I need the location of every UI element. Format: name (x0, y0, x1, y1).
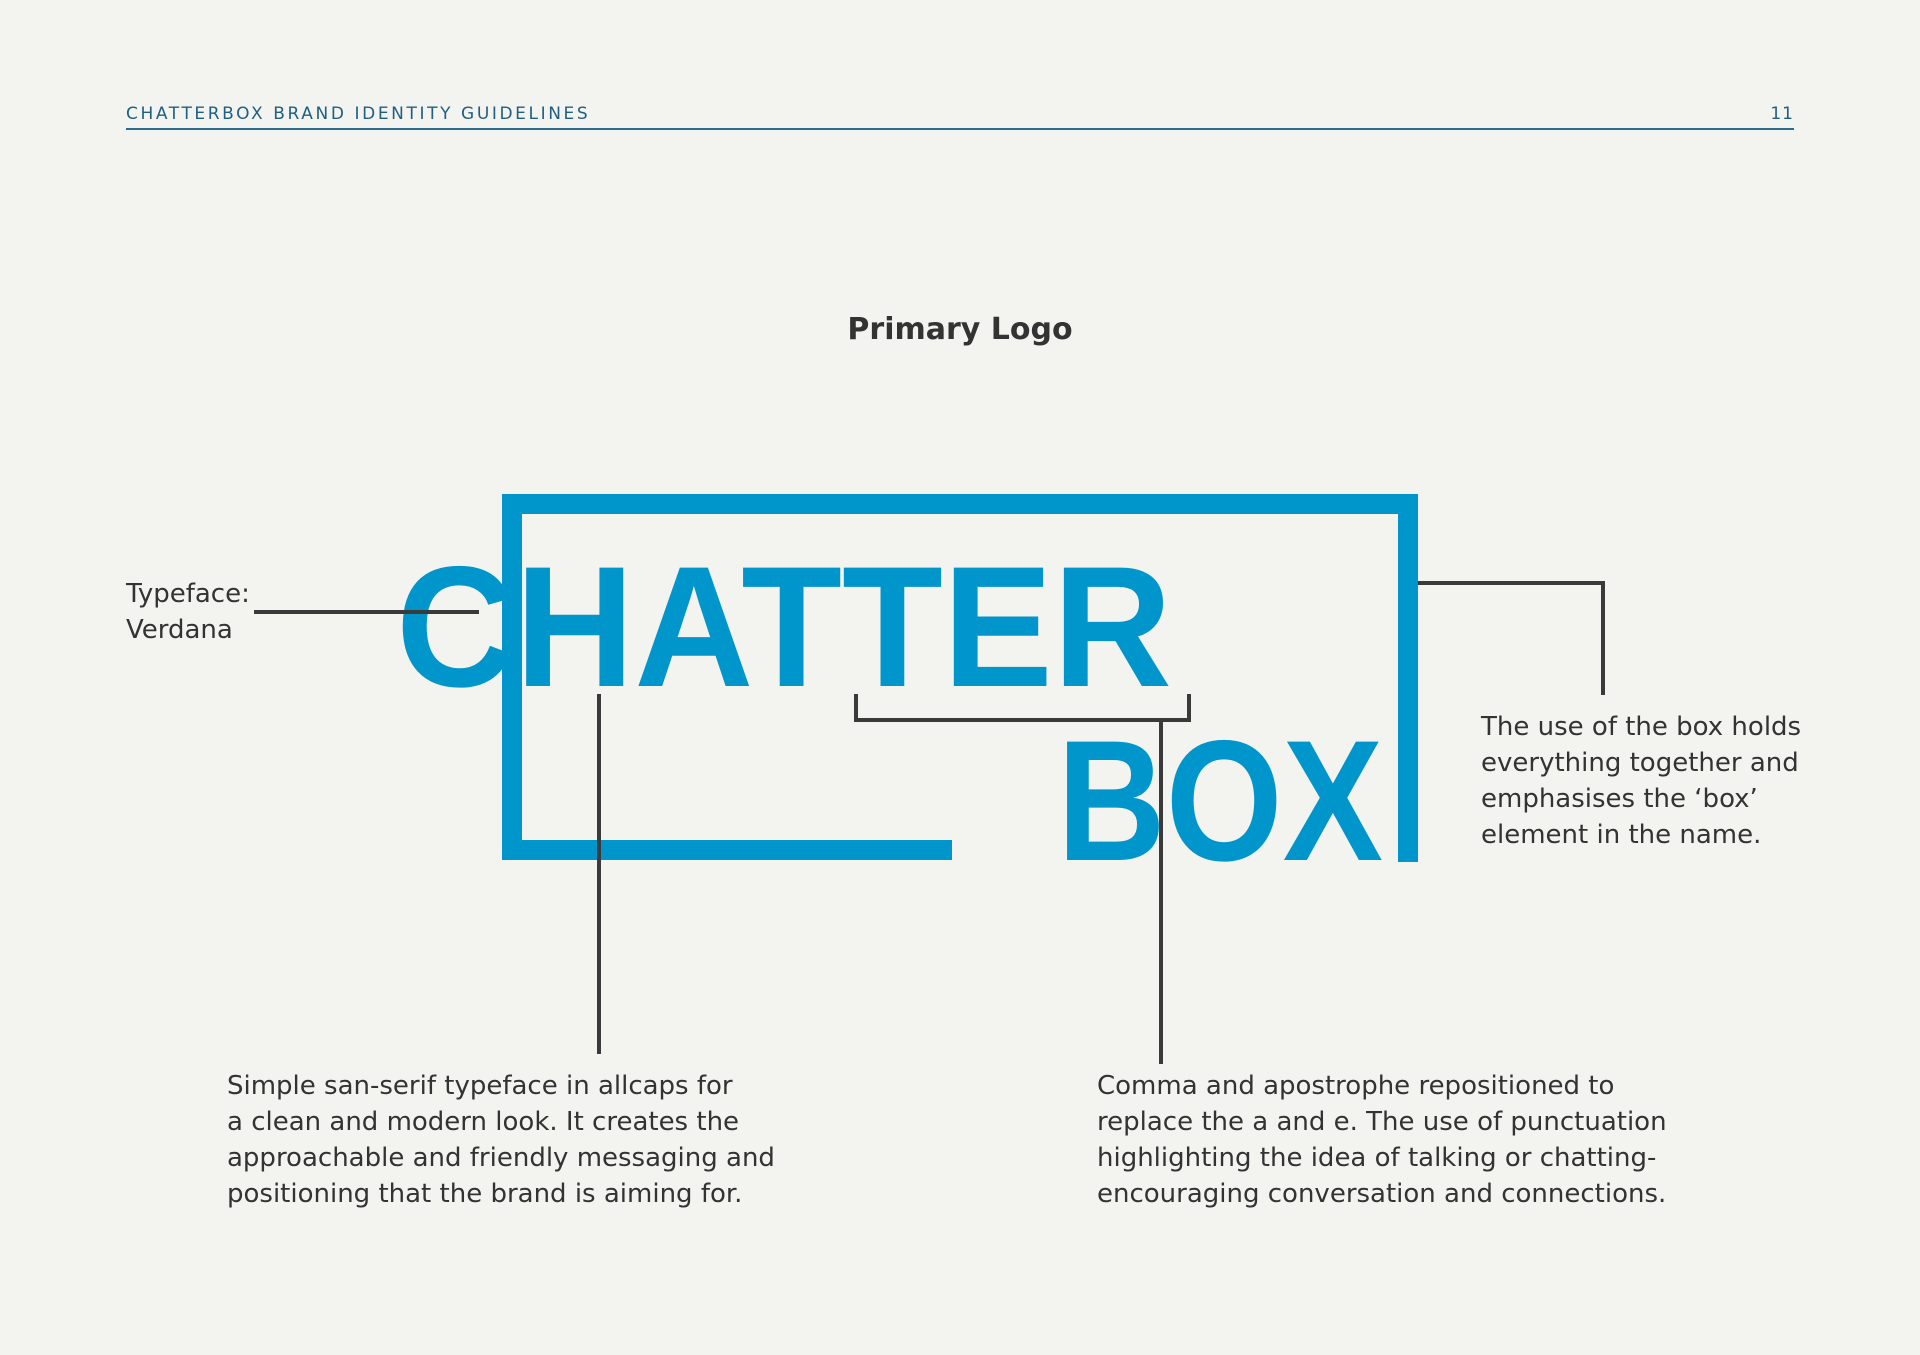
callout-typeface-desc-line: a clean and modern look. It creates the (227, 1107, 740, 1137)
callout-box-line: element in the name. (1481, 820, 1762, 850)
logo-word-chatter: CHATTER (396, 531, 1172, 723)
page-header: CHATTERBOX BRAND IDENTITY GUIDELINES 11 (126, 104, 1794, 130)
callout-typeface-line: Typeface: (126, 579, 250, 609)
logo-frame (502, 494, 1418, 862)
box-leader-line (1418, 581, 1605, 695)
punctuation-bracket (854, 694, 1191, 722)
callout-typeface: Typeface: Verdana (126, 576, 250, 648)
callout-box-line: The use of the box holds (1481, 712, 1802, 742)
logo-wordmark: CHATTER BOX (396, 531, 1383, 897)
callout-lines (254, 581, 1605, 1064)
callout-box-line: emphasises the ‘box’ (1481, 784, 1758, 814)
document-title: CHATTERBOX BRAND IDENTITY GUIDELINES (126, 104, 591, 124)
logo-word-box: BOX (1057, 705, 1383, 897)
callout-box-line: everything together and (1481, 748, 1799, 778)
callout-typeface-desc-line: positioning that the brand is aiming for… (227, 1179, 743, 1209)
callout-punctuation: Comma and apostrophe repositioned to rep… (1097, 1068, 1667, 1212)
callout-punctuation-line: replace the a and e. The use of punctuat… (1097, 1107, 1667, 1137)
callout-punctuation-line: Comma and apostrophe repositioned to (1097, 1071, 1615, 1101)
logo-frame-outline (502, 494, 1418, 862)
callout-box-usage: The use of the box holds everything toge… (1481, 709, 1801, 853)
callout-punctuation-line: encouraging conversation and connections… (1097, 1179, 1667, 1209)
callout-punctuation-line: highlighting the idea of talking or chat… (1097, 1143, 1657, 1173)
page-number: 11 (1770, 104, 1794, 124)
section-title: Primary Logo (847, 312, 1073, 347)
callout-typeface-description: Simple san-serif typeface in allcaps for… (227, 1068, 775, 1212)
callout-typeface-desc-line: Simple san-serif typeface in allcaps for (227, 1071, 733, 1101)
callout-typeface-desc-line: approachable and friendly messaging and (227, 1143, 775, 1173)
callout-typeface-line: Verdana (126, 615, 233, 645)
